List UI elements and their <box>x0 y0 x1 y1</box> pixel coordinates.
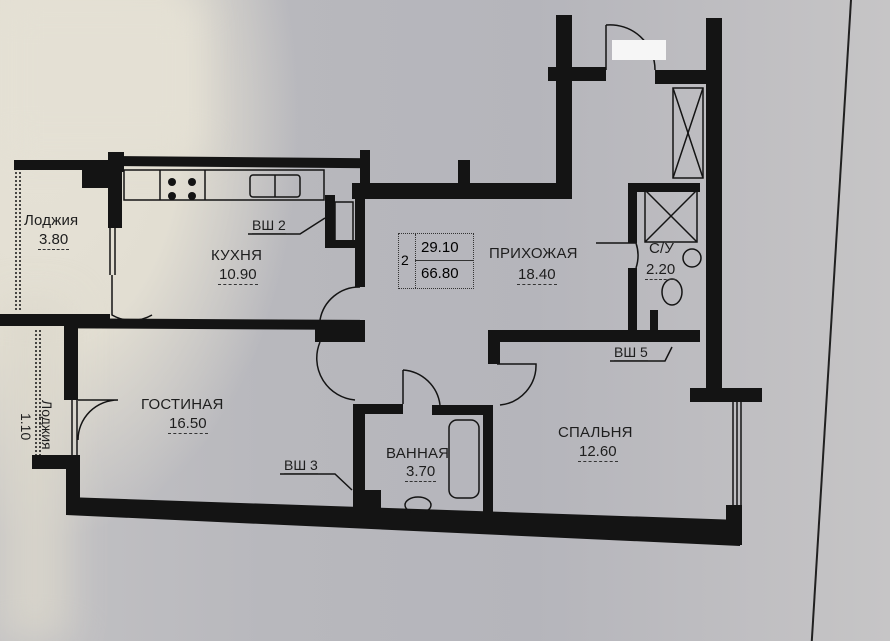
area-summary-box: 2 29.10 66.80 <box>398 233 474 289</box>
room-area-hallway: 18.40 <box>517 266 557 285</box>
shaft-label-vsh2: ВШ 2 <box>252 217 286 234</box>
shaft-label-vsh3: ВШ 3 <box>284 457 318 474</box>
shaft-label-vsh5: ВШ 5 <box>614 344 648 361</box>
redaction-patch <box>612 40 666 60</box>
room-label-kitchen: КУХНЯ <box>211 247 263 264</box>
summary-divider-vertical <box>415 234 416 288</box>
summary-divider-horizontal <box>415 260 473 261</box>
room-area-wc: 2.20 <box>645 261 677 280</box>
light-area-top <box>0 0 200 150</box>
rooms-count: 2 <box>401 252 409 268</box>
room-area-kitchen: 10.90 <box>218 266 258 285</box>
room-label-bedroom: СПАЛЬНЯ <box>558 424 633 441</box>
room-label-living-room: ГОСТИНАЯ <box>141 396 224 413</box>
room-area-loggia-1: 3.80 <box>38 231 70 250</box>
room-area-living-room: 16.50 <box>168 415 208 434</box>
total-area-value: 66.80 <box>421 265 459 282</box>
room-area-bedroom: 12.60 <box>578 443 618 462</box>
room-label-bathroom: ВАННАЯ <box>386 445 450 462</box>
room-area-loggia-2: 1.10 <box>18 413 34 441</box>
light-area-left <box>0 300 70 641</box>
living-area-value: 29.10 <box>421 239 459 256</box>
room-label-loggia-2: Лоджия <box>39 400 55 450</box>
room-label-hallway: ПРИХОЖАЯ <box>489 245 578 262</box>
room-label-loggia-1: Лоджия <box>24 212 79 229</box>
room-area-bathroom: 3.70 <box>405 463 437 482</box>
room-label-wc: С/У <box>649 240 675 257</box>
